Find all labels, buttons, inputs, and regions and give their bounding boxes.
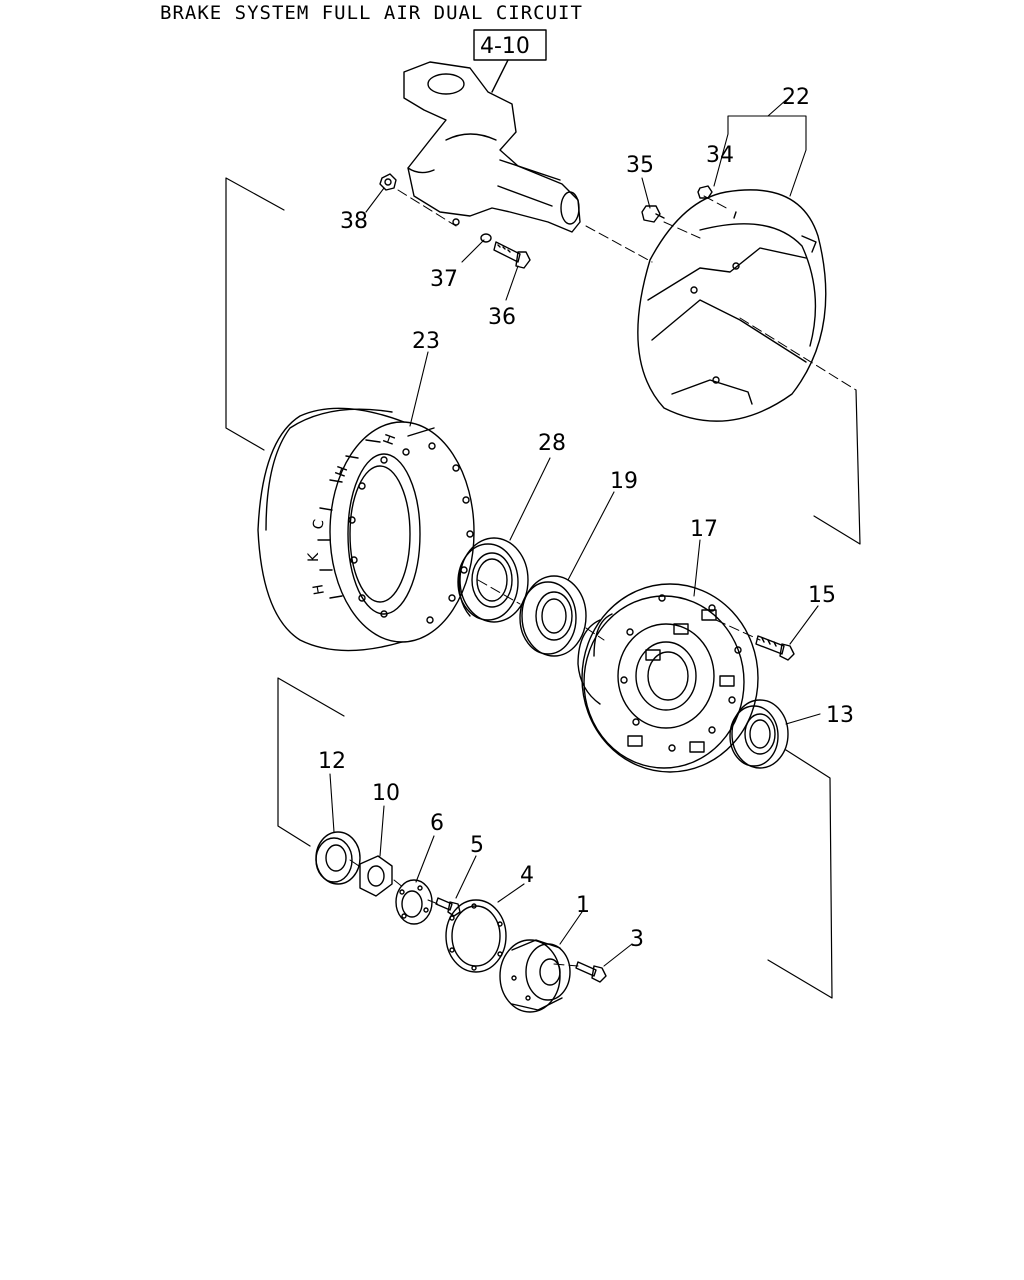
callout-15: 15 [808, 583, 836, 608]
hub-cap-1 [499, 939, 571, 1013]
bearing-19 [519, 575, 587, 657]
callout-labels: 22 34 35 38 37 36 23 28 19 17 15 13 12 1… [318, 85, 854, 952]
brake-drum [257, 407, 475, 652]
callout-1: 1 [576, 893, 590, 918]
callout-6: 6 [430, 811, 444, 836]
center-lines [349, 189, 857, 967]
steering-knuckle [403, 61, 581, 233]
callout-23: 23 [412, 329, 440, 354]
drum-mark: H [333, 464, 352, 479]
callout-17: 17 [690, 517, 718, 542]
seal-12 [315, 831, 361, 885]
callout-37: 37 [430, 267, 458, 292]
washer-37 [480, 233, 492, 243]
gasket-4 [445, 899, 507, 973]
drum-mark: H [381, 432, 400, 447]
nut-10 [359, 855, 393, 897]
callout-38: 38 [340, 209, 368, 234]
reference-label: 4-10 [480, 34, 530, 59]
callout-35: 35 [626, 153, 654, 178]
callout-13: 13 [826, 703, 854, 728]
backing-plate [637, 189, 827, 422]
reference-box [473, 29, 547, 93]
callout-4: 4 [520, 863, 534, 888]
wheel-hub [577, 583, 759, 773]
bearing-13 [729, 699, 789, 769]
drum-mark: H [310, 583, 328, 596]
callout-34: 34 [706, 143, 734, 168]
cap-bolt-3 [575, 961, 607, 983]
bolt-36 [493, 241, 531, 269]
screw-5 [435, 897, 461, 917]
drum-mark: K [306, 552, 322, 562]
drum-markings: H H C K H [306, 432, 399, 596]
hub-bolt-15 [755, 635, 795, 661]
callout-3: 3 [630, 927, 644, 952]
bolt-35 [641, 205, 665, 223]
callout-28: 28 [538, 431, 566, 456]
callout-5: 5 [470, 833, 484, 858]
oil-seal-28 [457, 537, 529, 623]
callout-22: 22 [782, 85, 810, 110]
callout-19: 19 [610, 469, 638, 494]
callout-10: 10 [372, 781, 400, 806]
diagram-title: BRAKE SYSTEM FULL AIR DUAL CIRCUIT [160, 2, 583, 24]
lock-washer-6 [395, 879, 433, 925]
drum-mark: C [310, 518, 327, 531]
bracket-lines [225, 177, 861, 999]
callout-36: 36 [488, 305, 516, 330]
nut-38 [379, 173, 397, 191]
leader-lines [329, 99, 821, 967]
callout-12: 12 [318, 749, 346, 774]
